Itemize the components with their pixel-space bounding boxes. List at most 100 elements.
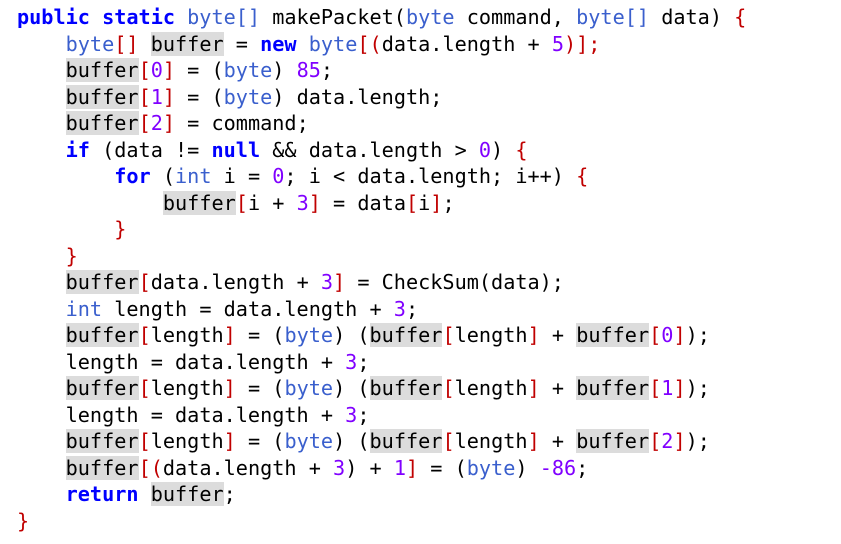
code-token: int: [175, 164, 212, 188]
highlighted-identifier: buffer: [65, 58, 139, 82]
highlighted-identifier: buffer: [369, 376, 443, 400]
code-token: [17, 482, 66, 506]
code-token: [: [649, 429, 662, 453]
code-line[interactable]: buffer[(data.length + 3) + 1] = (byte) -…: [17, 455, 746, 482]
code-token: 3: [345, 349, 358, 374]
code-token: ): [272, 58, 297, 82]
code-line[interactable]: byte[] buffer = new byte[(data.length + …: [17, 31, 746, 58]
highlighted-identifier: buffer: [65, 84, 139, 109]
code-token: [17, 138, 66, 162]
code-token: i +: [247, 190, 297, 215]
code-token: [17, 32, 66, 56]
code-token: ]: [223, 323, 236, 347]
code-line[interactable]: buffer[i + 3] = data[i];: [17, 190, 746, 217]
code-line[interactable]: buffer[length] = (byte) (buffer[length] …: [17, 428, 746, 455]
code-token: data.length +: [381, 31, 552, 56]
code-token: +: [539, 429, 577, 453]
code-token: ]: [162, 111, 176, 135]
code-line[interactable]: for (int i = 0; i < data.length; i++) {: [17, 163, 746, 190]
code-token: (: [150, 164, 176, 188]
code-token: )];: [564, 31, 601, 56]
code-line[interactable]: if (data != null && data.length > 0) {: [17, 137, 746, 164]
code-token: makePacket(: [260, 5, 406, 29]
code-token: ]: [223, 376, 236, 400]
code-token: {: [576, 164, 589, 188]
code-token: for: [114, 164, 151, 188]
code-line[interactable]: buffer[data.length + 3] = CheckSum(data)…: [17, 269, 746, 296]
code-token: [: [442, 376, 455, 400]
code-token: length: [454, 429, 528, 453]
code-token: [: [138, 376, 151, 400]
code-token: length: [150, 323, 224, 347]
code-token: byte[]: [187, 5, 261, 29]
code-line[interactable]: buffer[2] = command;: [17, 110, 746, 137]
code-token: ) (: [333, 323, 370, 347]
code-token: +: [539, 323, 577, 347]
highlighted-identifier: buffer: [576, 429, 650, 453]
code-token: [: [138, 58, 151, 82]
code-token: length = data.length +: [65, 349, 346, 374]
code-token: ;: [576, 455, 589, 480]
code-token: byte: [308, 31, 358, 56]
code-line[interactable]: }: [17, 216, 746, 243]
code-line[interactable]: int length = data.length + 3;: [17, 296, 746, 323]
code-token: ]: [430, 190, 443, 215]
code-line[interactable]: buffer[0] = (byte) 85;: [17, 57, 746, 84]
code-token: }: [114, 217, 127, 241]
code-line[interactable]: length = data.length + 3;: [17, 349, 746, 376]
code-token: data.length +: [162, 455, 334, 480]
code-token: 0: [478, 137, 492, 162]
code-token: [: [649, 323, 662, 347]
code-token: [17, 111, 66, 135]
highlighted-identifier: buffer: [162, 190, 236, 215]
code-token: byte: [466, 455, 516, 480]
code-line[interactable]: buffer[length] = (byte) (buffer[length] …: [17, 322, 746, 349]
code-line[interactable]: public static byte[] makePacket(byte com…: [17, 4, 746, 31]
code-token: i: [418, 190, 431, 215]
code-token: length = data.length +: [102, 296, 394, 321]
code-token: [: [405, 190, 419, 215]
code-token: ]: [673, 429, 686, 453]
code-line[interactable]: buffer[length] = (byte) (buffer[length] …: [17, 375, 746, 402]
code-line[interactable]: }: [17, 243, 746, 270]
code-token: ) data.length;: [272, 84, 443, 109]
code-token: byte: [284, 376, 334, 400]
code-token: [17, 58, 66, 82]
highlighted-identifier: buffer: [65, 455, 139, 480]
code-token: if: [65, 137, 90, 162]
code-token: [17, 323, 66, 347]
code-token: byte: [65, 31, 115, 56]
code-token: 3: [320, 270, 334, 294]
code-token: [17, 164, 114, 188]
code-token: ;: [357, 349, 370, 374]
code-token: [17, 429, 66, 453]
highlighted-identifier: buffer: [150, 31, 224, 56]
code-line[interactable]: }: [17, 508, 746, 535]
code-token: byte: [284, 429, 334, 453]
code-token: [17, 270, 66, 294]
code-token: [17, 376, 66, 400]
code-token: =: [223, 31, 261, 56]
code-token: 3: [333, 455, 346, 480]
code-line[interactable]: return buffer;: [17, 481, 746, 508]
code-token: ): [491, 137, 516, 162]
code-token: = command;: [175, 111, 309, 135]
code-token: ) +: [345, 455, 394, 480]
code-token: [: [138, 111, 151, 135]
code-token: ;: [442, 190, 455, 215]
code-token: -86: [539, 455, 577, 480]
code-token: byte: [284, 323, 334, 347]
highlighted-identifier: buffer: [576, 376, 650, 400]
code-token: [: [442, 323, 455, 347]
code-line[interactable]: buffer[1] = (byte) data.length;: [17, 84, 746, 111]
code-token: ]: [308, 190, 321, 215]
code-token: 85: [296, 58, 321, 82]
code-editor[interactable]: public static byte[] makePacket(byte com…: [17, 4, 746, 534]
code-token: ]: [333, 270, 346, 294]
code-token: []: [114, 31, 151, 56]
code-line[interactable]: length = data.length + 3;: [17, 402, 746, 429]
code-token: [17, 297, 66, 321]
code-token: ]: [162, 58, 176, 82]
code-token: = (: [235, 376, 285, 400]
code-token: ]: [223, 429, 236, 453]
